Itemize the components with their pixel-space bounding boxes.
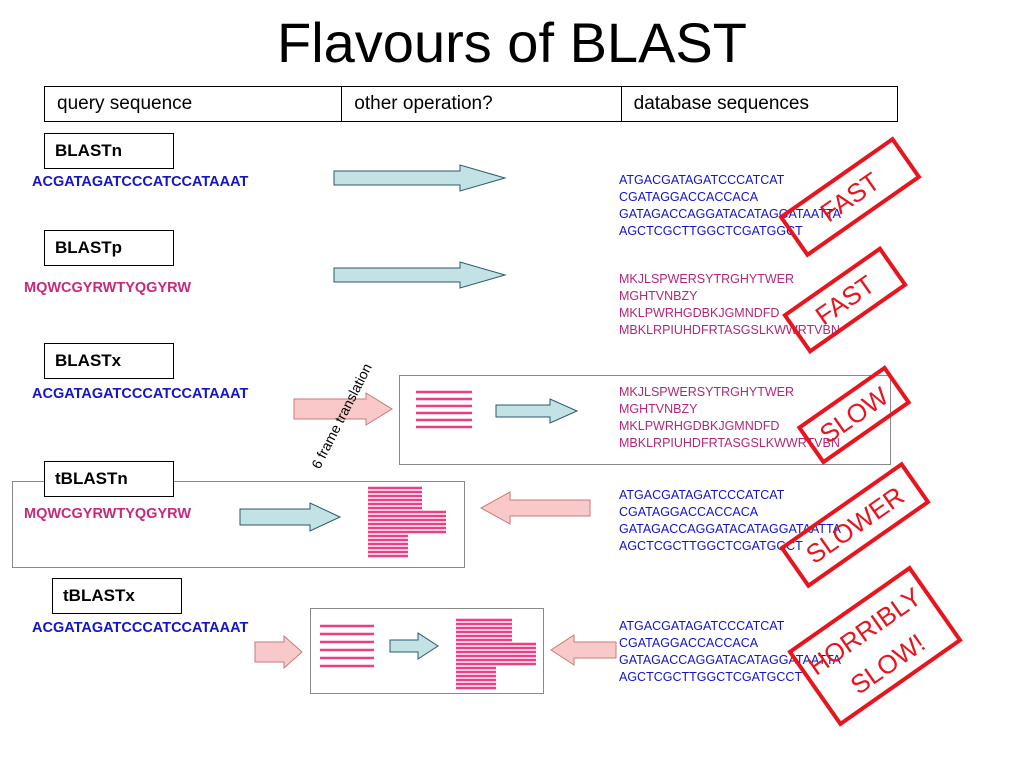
- header-table: query sequence other operation? database…: [44, 86, 898, 122]
- db-sequence-line: CGATAGGACCACCACA: [619, 505, 759, 519]
- program-label-tblastn: tBLASTn: [44, 461, 174, 497]
- tblastn-query-sequence: MQWCGYRWTYQGYRW: [24, 506, 192, 522]
- db-sequence-line: MBKLRPIUHDFRTASGSLKWWRTVBN: [619, 323, 840, 337]
- tblastn-translated-db-stripes-icon: [368, 486, 446, 558]
- tblastx-database-sequences: ATGACGATAGATCCCATCAT CGATAGGACCACCACA GA…: [619, 618, 841, 686]
- db-sequence-line: MBKLRPIUHDFRTASGSLKWWRTVBN: [619, 436, 840, 450]
- tblastn-operation-box: [12, 481, 465, 568]
- program-label-tblastx: tBLASTx: [52, 578, 182, 614]
- db-sequence-line: ATGACGATAGATCCCATCAT: [619, 488, 785, 502]
- blastx-query-sequence: ACGATAGATCCCATCCATAAAT: [32, 386, 249, 402]
- tblastx-query-sequence: ACGATAGATCCCATCCATAAAT: [32, 620, 249, 636]
- header-query-sequence: query sequence: [45, 87, 343, 121]
- tblastx-query-stripes-icon: [320, 624, 374, 668]
- db-sequence-line: CGATAGGACCACCACA: [619, 190, 759, 204]
- blastp-arrow-icon: [333, 261, 507, 289]
- db-sequence-line: GATAGACCAGGATACATAGGATAATTA: [619, 207, 842, 221]
- header-other-operation: other operation?: [342, 87, 622, 121]
- tblastx-query-arrow-icon: [254, 634, 303, 670]
- blastp-database-sequences: MKJLSPWERSYTRGHYTWER MGHTVNBZY MKLPWRHGD…: [619, 271, 840, 339]
- program-label-blastx: BLASTx: [44, 343, 174, 379]
- db-sequence-line: MKLPWRHGDBKJGMNDFD: [619, 419, 780, 433]
- db-sequence-line: GATAGACCAGGATACATAGGATAATTA: [619, 522, 842, 536]
- db-sequence-line: MKLPWRHGDBKJGMNDFD: [619, 306, 780, 320]
- db-sequence-line: AGCTCGCTTGGCTCGATGGCT: [619, 539, 803, 553]
- blastx-six-frame-stripes-icon: [416, 390, 472, 429]
- program-label-blastn: BLASTn: [44, 133, 174, 169]
- db-sequence-line: MGHTVNBZY: [619, 402, 698, 416]
- tblastx-db-stripes-icon: [456, 618, 536, 690]
- blastn-database-sequences: ATGACGATAGATCCCATCAT CGATAGGACCACCACA GA…: [619, 172, 841, 240]
- tblastn-database-sequences: ATGACGATAGATCCCATCAT CGATAGGACCACCACA GA…: [619, 487, 841, 555]
- blastx-translate-arrow-icon: [293, 392, 393, 426]
- db-sequence-line: MKJLSPWERSYTRGHYTWER: [619, 385, 795, 399]
- blastn-query-sequence: ACGATAGATCCCATCCATAAAT: [32, 174, 249, 190]
- blastx-compare-arrow-icon: [495, 398, 579, 424]
- blastp-query-sequence: MQWCGYRWTYQGYRW: [24, 280, 192, 296]
- blastx-operation-box: [399, 375, 891, 465]
- tblastn-query-arrow-icon: [239, 502, 342, 532]
- tblastx-compare-arrow-icon: [389, 632, 439, 660]
- program-label-blastp: BLASTp: [44, 230, 174, 266]
- db-sequence-line: ATGACGATAGATCCCATCAT: [619, 619, 785, 633]
- tblastx-translate-arrow-icon: [550, 634, 617, 666]
- db-sequence-line: CGATAGGACCACCACA: [619, 636, 759, 650]
- db-sequence-line: MGHTVNBZY: [619, 289, 698, 303]
- db-sequence-line: AGCTCGCTTGGCTCGATGGCT: [619, 224, 803, 238]
- header-database-sequences: database sequences: [633, 93, 810, 114]
- tblastn-translate-arrow-icon: [479, 491, 591, 525]
- blastn-arrow-icon: [333, 164, 507, 192]
- db-sequence-line: MKJLSPWERSYTRGHYTWER: [619, 272, 795, 286]
- db-sequence-line: AGCTCGCTTGGCTCGATGCCT: [619, 670, 803, 684]
- tblastx-operation-box: [310, 608, 544, 694]
- slide-title: Flavours of BLAST: [277, 11, 747, 74]
- blastx-database-sequences: MKJLSPWERSYTRGHYTWER MGHTVNBZY MKLPWRHGD…: [619, 384, 840, 452]
- db-sequence-line: GATAGACCAGGATACATAGGATAATTA: [619, 653, 842, 667]
- db-sequence-line: ATGACGATAGATCCCATCAT: [619, 173, 785, 187]
